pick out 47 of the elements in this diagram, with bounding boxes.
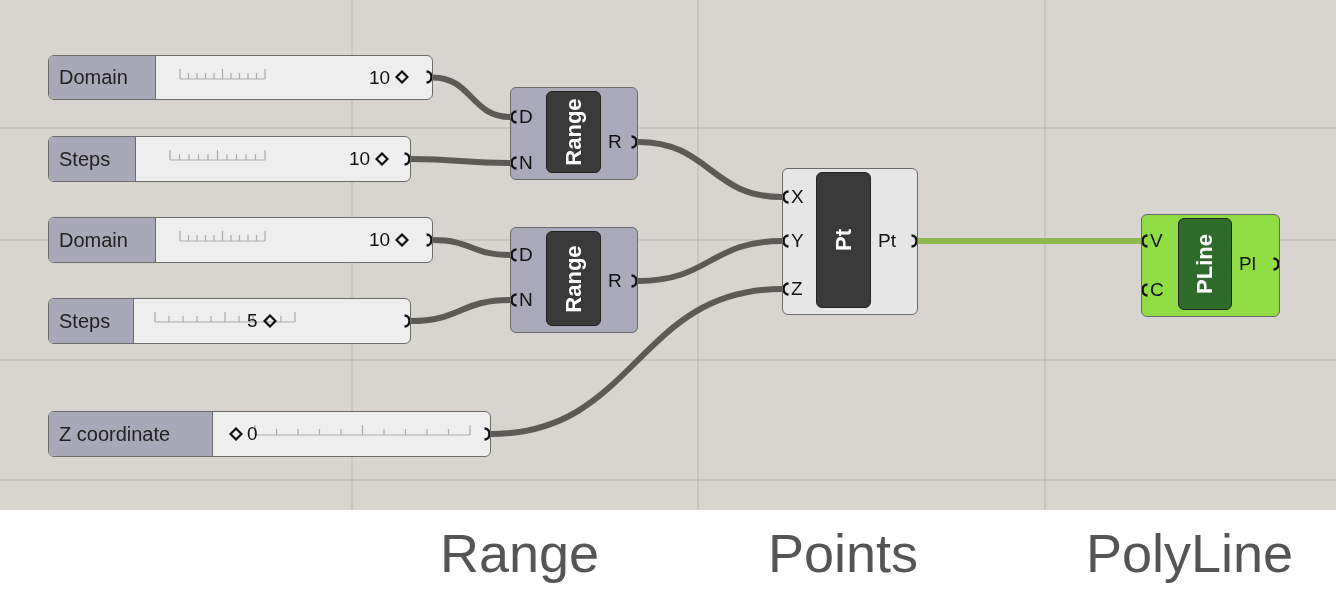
wire (410, 156, 511, 166)
component-name: Pt (830, 229, 857, 251)
component-name: Range (560, 98, 587, 166)
column-caption: PolyLine (1086, 522, 1294, 584)
number-slider (48, 136, 411, 182)
wire (490, 286, 783, 437)
slider-label: Steps (49, 137, 136, 181)
component-block (1141, 214, 1280, 317)
number-slider (48, 298, 411, 344)
port-label: R (608, 131, 622, 153)
port-label: X (791, 186, 804, 208)
number-slider (48, 55, 433, 100)
number-slider (48, 217, 433, 263)
slider-value: 10 (369, 229, 391, 251)
slider-value: 0 (247, 423, 258, 445)
port-label: N (519, 289, 533, 311)
component-name: PLine (1192, 234, 1218, 294)
port-label: C (1150, 279, 1164, 301)
number-slider (48, 411, 491, 457)
wire (918, 238, 1141, 244)
port-label: D (519, 244, 533, 266)
port-label: N (519, 152, 533, 174)
port-label: Z (791, 278, 803, 300)
slider-value: 10 (369, 66, 391, 89)
port-label: Y (791, 230, 804, 252)
port-label: Pl (1239, 253, 1256, 275)
wire (410, 297, 511, 324)
port-label: D (519, 106, 533, 128)
component-name: Range (560, 244, 587, 313)
slider-label: Domain (49, 56, 156, 99)
component-block (510, 227, 638, 333)
wire (432, 237, 511, 258)
slider-label: Domain (49, 218, 156, 262)
wire (432, 74, 511, 120)
component-block (782, 168, 918, 315)
slider-value: 10 (349, 148, 371, 170)
port-label: V (1150, 230, 1163, 252)
slider-label: Steps (49, 299, 134, 343)
column-caption: Points (768, 522, 919, 584)
port-label: R (608, 270, 622, 292)
column-caption: Range (440, 522, 600, 584)
wire (637, 238, 783, 284)
slider-value: 5 (247, 310, 258, 332)
wire (637, 139, 783, 200)
port-label: Pt (878, 230, 896, 252)
component-block (510, 87, 638, 180)
slider-label: Z coordinate (49, 412, 213, 456)
